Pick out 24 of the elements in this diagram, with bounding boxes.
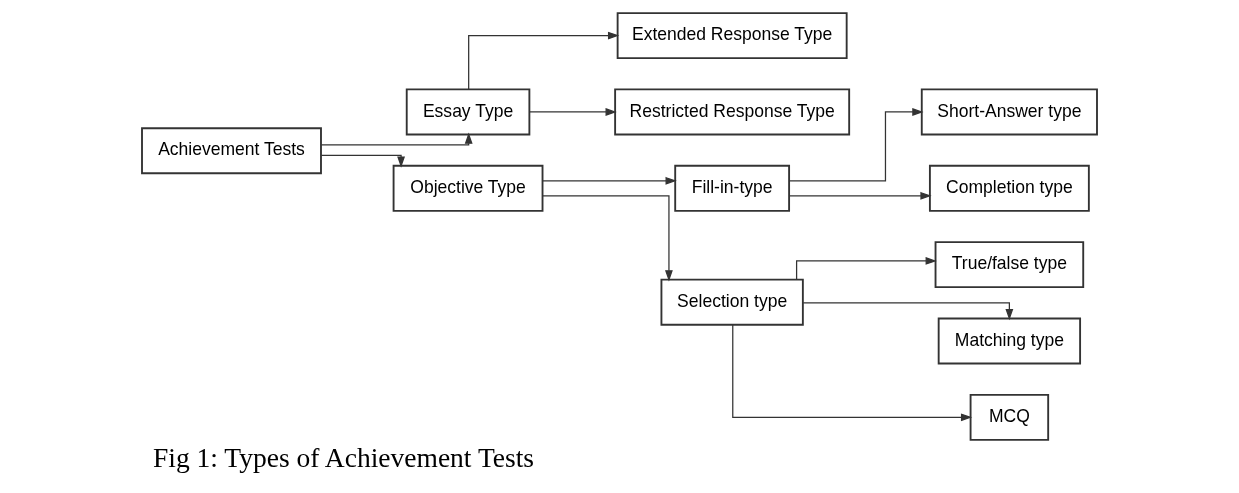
arrow (788, 108, 924, 182)
arrow (320, 154, 406, 168)
arrow (795, 256, 937, 281)
node-box: Matching type (937, 317, 1082, 365)
node-box: Restricted Response Type (614, 88, 851, 136)
caption: Fig 1: Types of Achievement Tests (152, 441, 535, 473)
arrow (788, 191, 932, 200)
arrow (732, 324, 973, 422)
node-box: True/false type (934, 241, 1085, 289)
node-box: Objective Type (392, 164, 544, 212)
arrow (542, 176, 677, 185)
node-box: Selection type (660, 278, 804, 326)
arrow (529, 108, 617, 116)
node-box: Fill-in-type (674, 164, 791, 212)
arrow (468, 31, 620, 90)
arrow (542, 195, 673, 282)
node-box: Extended Response Type (616, 12, 848, 60)
node-box: Short-Answer type (920, 88, 1098, 136)
node-box: Achievement Tests (141, 127, 322, 175)
arrow (802, 302, 1014, 321)
node-box: MCQ (969, 393, 1050, 441)
node-box: Essay Type (405, 88, 531, 136)
node-box: Completion type (928, 164, 1090, 212)
arrow (320, 132, 473, 146)
